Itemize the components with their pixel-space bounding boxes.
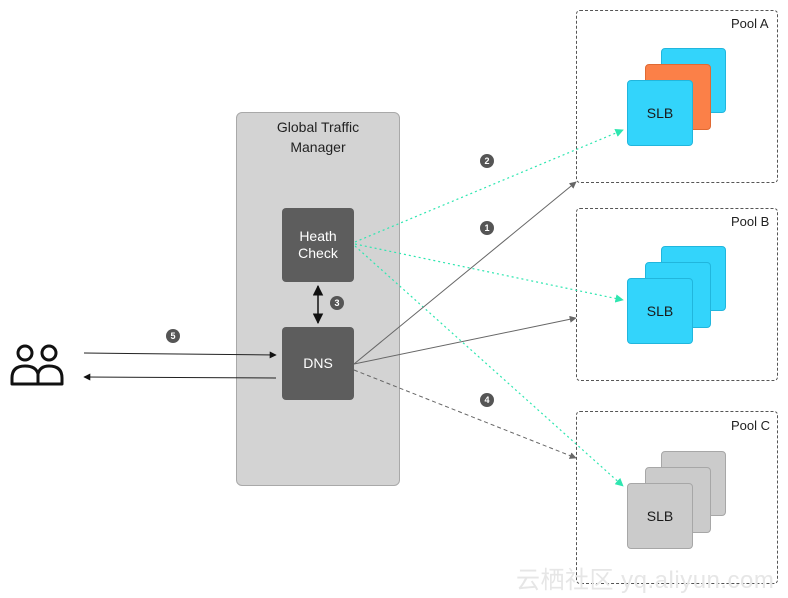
pool-a-label: Pool A <box>731 16 769 31</box>
pool-c-slb-card: SLB <box>627 483 693 549</box>
pool-c-slb-label: SLB <box>646 508 674 524</box>
health-line-pool-b <box>354 243 624 303</box>
health-check-box: Heath Check <box>282 208 354 282</box>
dns-line-pool-c <box>353 369 577 459</box>
step-badge-2: 2 <box>480 154 494 168</box>
dns-to-user-arrow <box>83 373 277 381</box>
pool-b-slb-card: SLB <box>627 278 693 344</box>
watermark: 云栖社区 yq.aliyun.com <box>516 567 775 594</box>
step-badge-5: 5 <box>166 329 180 343</box>
gtm-title: Global Traffic Manager <box>236 117 400 157</box>
health-check-line1: Heath <box>299 228 337 244</box>
step-badge-1: 1 <box>480 221 494 235</box>
pool-c-label: Pool C <box>731 418 771 433</box>
health-line-pool-c <box>354 245 624 487</box>
dns-box: DNS <box>282 327 354 400</box>
pool-a <box>576 10 778 183</box>
gtm-title-line2: Manager <box>290 139 346 155</box>
dns-label: DNS <box>303 355 333 371</box>
pool-a-slb-card: SLB <box>627 80 693 146</box>
step-badge-3: 3 <box>330 296 344 310</box>
pool-b <box>576 208 778 381</box>
user-to-dns-arrow <box>83 351 277 359</box>
pool-a-slb-label: SLB <box>646 105 674 121</box>
pool-b-slb-label: SLB <box>646 303 674 319</box>
gtm-title-line1: Global Traffic <box>276 119 360 135</box>
users-icon <box>10 344 64 386</box>
dns-line-pool-b <box>353 315 577 365</box>
pool-c <box>576 411 778 584</box>
pool-b-label: Pool B <box>731 214 770 229</box>
dns-line-pool-a <box>353 181 577 365</box>
step-badge-4: 4 <box>480 393 494 407</box>
health-check-line2: Check <box>298 245 338 261</box>
health-line-pool-a <box>354 129 624 243</box>
